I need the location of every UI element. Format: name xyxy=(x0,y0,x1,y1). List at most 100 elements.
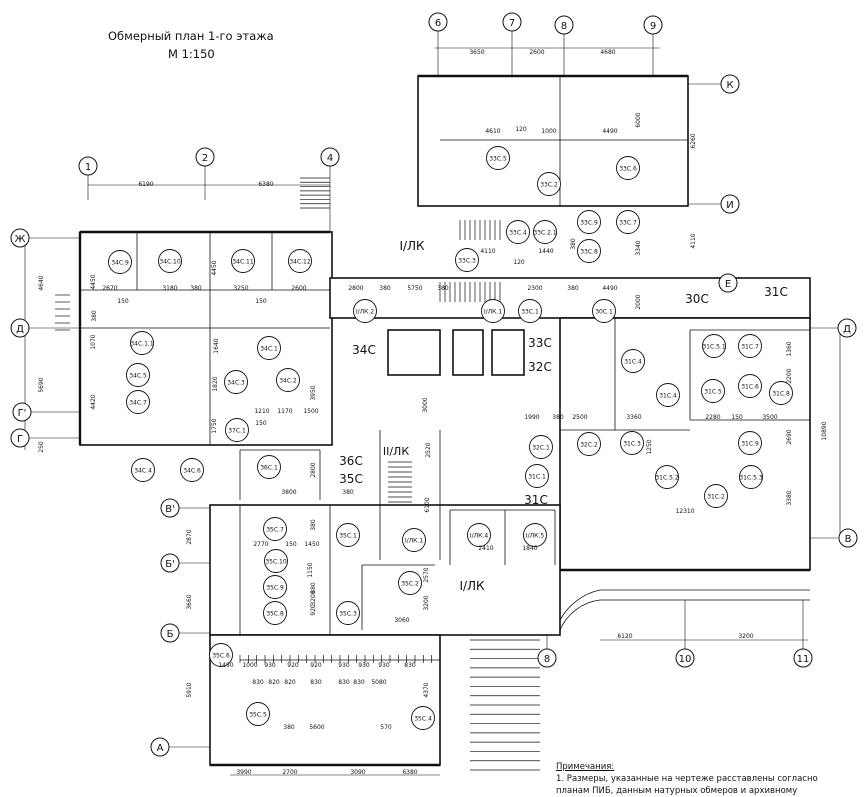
elevator-3 xyxy=(491,329,525,376)
axis-label: 6 xyxy=(435,18,441,29)
room-tag-circle xyxy=(225,418,249,442)
axis-bubble-letter-6 xyxy=(12,402,32,422)
axis-label: 4 xyxy=(327,153,333,164)
room-tag: 34С.10 xyxy=(159,258,181,265)
room-tag-circle xyxy=(739,465,763,489)
axis-label: 11 xyxy=(797,654,810,665)
room-tag-circle xyxy=(158,249,182,273)
room-tag: 34С.4 xyxy=(134,467,152,474)
dimension-text: 1070 xyxy=(90,334,97,349)
axis-label: Г xyxy=(17,434,23,445)
room-tag: 31С.1 xyxy=(528,473,546,480)
dimension-text: 150 xyxy=(255,298,267,305)
dimension-text: 2690 xyxy=(786,429,793,444)
room-tag: 35С.1 xyxy=(339,532,357,539)
dimension-text: 5600 xyxy=(309,724,324,731)
dimension-text: 2700 xyxy=(282,769,297,776)
axis-label: Б xyxy=(167,629,174,640)
dimension-text: 5750 xyxy=(407,285,422,292)
room-tag: 35С.9 xyxy=(266,584,284,591)
room-tag: 34С.2 xyxy=(279,377,297,384)
room-tag-circle xyxy=(263,575,287,599)
room-tag-circle xyxy=(577,432,601,456)
room-tag: 33С.1 xyxy=(521,308,539,315)
room-tag: I/ЛК.2 xyxy=(356,308,374,315)
axis-label: И xyxy=(726,200,733,211)
room-tag-circle xyxy=(224,370,248,394)
room-tag: I/ЛК.4 xyxy=(470,532,488,539)
room-tag-circle xyxy=(126,363,150,387)
dimension-text: 1170 xyxy=(277,408,292,415)
dimension-text: 2570 xyxy=(423,567,430,582)
room-tag: 33С.2 xyxy=(540,181,558,188)
axis-label: В' xyxy=(165,504,175,515)
dimension-text: 4640 xyxy=(38,275,45,290)
room-tag: 34С.1.1 xyxy=(130,340,153,347)
room-tag-circle xyxy=(180,458,204,482)
zone-label: 33С xyxy=(528,336,552,350)
dimension-text: 3660 xyxy=(186,594,193,609)
zone-label: I/ЛК xyxy=(399,239,425,253)
room-tag: 31С.5.3 xyxy=(739,474,762,481)
dimension-text: 4110 xyxy=(480,248,495,255)
dimension-text: 4490 xyxy=(602,285,617,292)
dimension-text: 1750 xyxy=(211,418,218,433)
elevator-2 xyxy=(452,329,484,376)
room-tag: I/ЛК.1 xyxy=(484,308,502,315)
dimension-text: 2410 xyxy=(478,545,493,552)
dimension-text: 830 xyxy=(310,679,322,686)
room-tag-circle xyxy=(231,249,255,273)
dimension-text: 4450 xyxy=(90,274,97,289)
room-tag: 35С.2 xyxy=(401,580,419,587)
dimension-text: 2200 xyxy=(786,368,793,383)
axis-label: В xyxy=(845,534,852,545)
dimension-text: 1000 xyxy=(541,128,556,135)
room-tag: 34С.6 xyxy=(183,467,201,474)
dimension-text: 930 xyxy=(338,662,350,669)
dimension-text: 3200 xyxy=(423,595,430,610)
room-tag-circle xyxy=(621,349,645,373)
room-tag: I/ЛК.5 xyxy=(526,532,544,539)
axis-bubble-letter-8 xyxy=(160,498,180,518)
dimension-text: 4680 xyxy=(600,49,615,56)
room-tag: 31С.6 xyxy=(741,383,759,390)
dimension-text: 1640 xyxy=(213,338,220,353)
zone-label: I/ЛК xyxy=(459,579,485,593)
room-tag: 35С.3 xyxy=(339,610,357,617)
axis-bubble-1 xyxy=(195,147,215,167)
axis-bubble-letter-11 xyxy=(160,623,180,643)
room-tag-circle xyxy=(108,250,132,274)
room-tag: 31С.5.2 xyxy=(655,474,678,481)
room-tag: 31С.4 xyxy=(624,358,642,365)
axis-label: Г' xyxy=(18,408,27,419)
room-tag: 31С.8 xyxy=(772,390,790,397)
axis-label: 9 xyxy=(650,21,656,32)
room-tag: 36С.1 xyxy=(260,464,278,471)
room-tag-circle xyxy=(411,706,435,730)
notes-line-2: планам ПИБ, данным натурных обмеров и ар… xyxy=(556,786,798,796)
axis-bubble-5 xyxy=(554,15,574,35)
dimension-text: 380 xyxy=(283,724,295,731)
notes-line-1: 1. Размеры, указанные на чертеже расстав… xyxy=(556,774,818,784)
room-tag-circle xyxy=(130,331,154,355)
dimension-text: 3180 xyxy=(162,285,177,292)
room-tag-circle xyxy=(336,523,360,547)
dimension-text: 3060 xyxy=(394,617,409,624)
axis-label: 1 xyxy=(85,162,91,173)
room-tag: 33С.4 xyxy=(509,229,527,236)
axis-label: 2 xyxy=(202,153,208,164)
dimension-text: 2770 xyxy=(253,541,268,548)
dimension-text: 3950 xyxy=(310,385,317,400)
room-tag: 32С.2 xyxy=(580,441,598,448)
dimension-text: 6380 xyxy=(258,181,273,188)
dimension-text: 4610 xyxy=(485,128,500,135)
dimension-text: 2000 xyxy=(635,294,642,309)
room-tag: 33С.7 xyxy=(619,219,637,226)
room-tag: 31С.9 xyxy=(741,440,759,447)
room-tag: 31С.7 xyxy=(741,343,759,350)
dimension-text: 380 xyxy=(310,519,317,531)
dimension-text: 820 xyxy=(284,679,296,686)
dimension-text: 3380 xyxy=(786,490,793,505)
